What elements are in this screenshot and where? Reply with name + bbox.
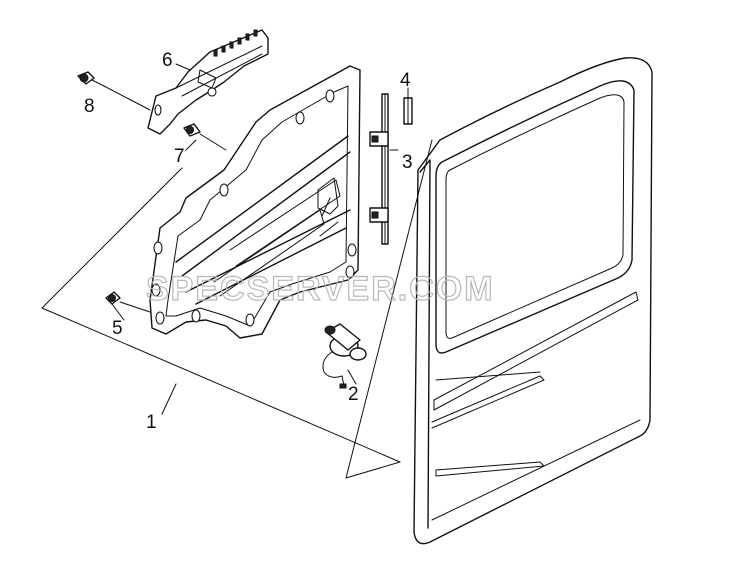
callout-3: 3 xyxy=(402,152,413,173)
callout-1: 1 xyxy=(146,412,157,433)
callout-leaders xyxy=(111,63,409,385)
callout-5: 5 xyxy=(112,318,123,339)
regulator-frame xyxy=(149,65,361,339)
upper-mounting-bolt xyxy=(77,71,151,111)
upper-bracket xyxy=(147,29,269,135)
callout-6: 6 xyxy=(162,50,173,71)
watermark-text: SPECSERVER.COM xyxy=(146,270,495,308)
door-shell xyxy=(413,57,653,545)
callout-4: 4 xyxy=(400,70,411,91)
guide-slider xyxy=(403,97,413,125)
assembly-leader-lines xyxy=(41,139,433,479)
bracket-stud xyxy=(183,123,227,151)
glass-run-guide xyxy=(369,93,389,245)
callout-2: 2 xyxy=(348,384,359,405)
regulator-motor xyxy=(322,323,367,389)
callout-8: 8 xyxy=(84,96,95,117)
lower-mounting-bolt xyxy=(105,291,151,313)
callout-7: 7 xyxy=(174,146,185,167)
